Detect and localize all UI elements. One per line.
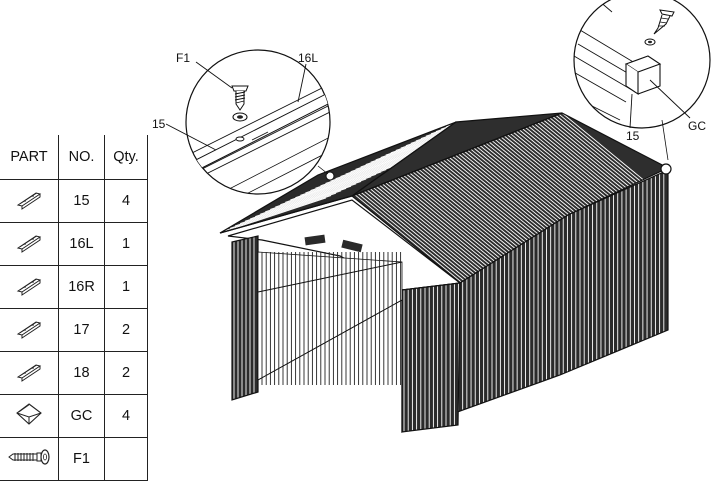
corrugation-line: [400, 176, 507, 265]
corrugation-line: [424, 166, 532, 255]
rail-part-icon: [16, 278, 42, 296]
corrugation-line: [244, 185, 352, 222]
corrugation-line: [382, 183, 489, 272]
corrugation-line: [458, 153, 565, 242]
corrugation-line: [379, 184, 486, 273]
detail-bubble-left: F1 16L 15: [152, 49, 331, 195]
rail-part-icon: [16, 364, 42, 382]
corrugation-line: [290, 164, 397, 201]
part-number: 18: [58, 351, 105, 395]
corrugation-line: [280, 169, 387, 206]
corrugation-line: [275, 171, 382, 208]
part-quantity: [104, 437, 148, 481]
callout-f1: F1: [176, 51, 190, 65]
rail-part-icon: [16, 321, 42, 339]
corrugation-line: [363, 190, 471, 279]
corrugation-line: [295, 162, 402, 198]
corrugation-line: [369, 188, 477, 277]
gable-vent-right: [341, 239, 363, 253]
part-quantity: 1: [104, 222, 148, 266]
corrugation-line: [305, 157, 412, 194]
corrugation-line: [415, 170, 523, 259]
corrugation-line: [376, 186, 483, 274]
part-quantity: 4: [104, 394, 148, 438]
part-number: 16R: [58, 265, 105, 309]
gable-vent-left: [304, 234, 326, 246]
corrugation-line: [220, 197, 327, 233]
corrugation-line: [239, 188, 347, 224]
corrugation-line: [405, 122, 456, 146]
interior-wall: [257, 251, 403, 385]
corrugation-line: [421, 167, 529, 256]
corrugation-line: [229, 192, 337, 229]
corrugation-line: [354, 194, 462, 283]
corrugation-line: [443, 159, 550, 248]
corrugation-line: [373, 187, 480, 275]
corrugation-line: [409, 172, 517, 261]
corrugation-line: [260, 178, 367, 215]
screw-detail-icon: [231, 85, 249, 111]
corrugation-line: [403, 175, 511, 263]
header-part: PART: [0, 135, 59, 180]
corrugation-line: [418, 169, 526, 257]
corrugation-line: [234, 190, 342, 227]
corrugation-line: [436, 161, 544, 250]
corrugation-line: [449, 157, 556, 245]
gable-cap-detail-icon: [624, 55, 662, 96]
callout-gc: GC: [688, 119, 706, 133]
table-row: GC 4: [0, 394, 148, 438]
corrugation-line: [397, 177, 504, 266]
corrugation-line: [410, 122, 456, 144]
header-quantity: Qty.: [104, 135, 148, 180]
corrugation-line: [255, 181, 362, 217]
part-icon-cell: [0, 394, 59, 438]
rail-part-icon: [16, 235, 42, 253]
callout-15-right: 15: [626, 129, 640, 143]
part-icon-cell: [0, 308, 59, 352]
detail-bubble-right: 15 GC: [573, 0, 711, 161]
part-number: 15: [58, 179, 105, 223]
table-row: 17 2: [0, 308, 148, 352]
corrugation-line: [224, 195, 332, 232]
corrugation-line: [427, 165, 535, 254]
corrugation-line: [300, 159, 407, 196]
table-header-row: PART NO. Qty.: [0, 135, 148, 180]
corrugation-line: [265, 176, 372, 213]
corrugation-line: [388, 181, 495, 269]
corrugation-line: [439, 160, 547, 249]
corner-post: [402, 283, 460, 432]
front-left-wall: [232, 236, 258, 400]
rail-part-icon: [16, 192, 42, 210]
corrugation-line: [360, 192, 468, 280]
corrugation-line: [415, 122, 456, 142]
corrugation-line: [406, 173, 514, 262]
callout-15-left: 15: [152, 117, 166, 131]
gable-cap-icon: [16, 403, 42, 425]
corrugation-line: [430, 164, 538, 253]
screw-icon: [8, 449, 50, 465]
corrugation-line: [446, 158, 553, 247]
corrugation-line: [366, 189, 474, 278]
corrugation-line: [310, 155, 417, 191]
corrugation-line: [461, 152, 568, 241]
corrugation-line: [412, 171, 520, 260]
corrugation-line: [455, 154, 562, 243]
table-row: F1: [0, 437, 148, 481]
corrugation-line: [385, 182, 492, 271]
corrugation-line: [433, 163, 541, 251]
corrugation-line: [357, 193, 465, 281]
corrugation-line: [250, 183, 357, 220]
corrugation-line: [285, 166, 392, 203]
callout-16l: 16L: [298, 51, 318, 65]
corrugation-line: [452, 155, 559, 244]
corrugation-line: [391, 180, 498, 268]
corrugation-line: [394, 178, 501, 267]
part-quantity: 4: [104, 179, 148, 223]
screw-detail-icon-right: [653, 9, 675, 35]
corrugation-line: [420, 122, 456, 139]
parts-table: PART NO. Qty. 15 4 16L 1: [0, 135, 148, 481]
corrugation-line: [270, 174, 377, 210]
detail-anchor-right: [660, 163, 672, 175]
